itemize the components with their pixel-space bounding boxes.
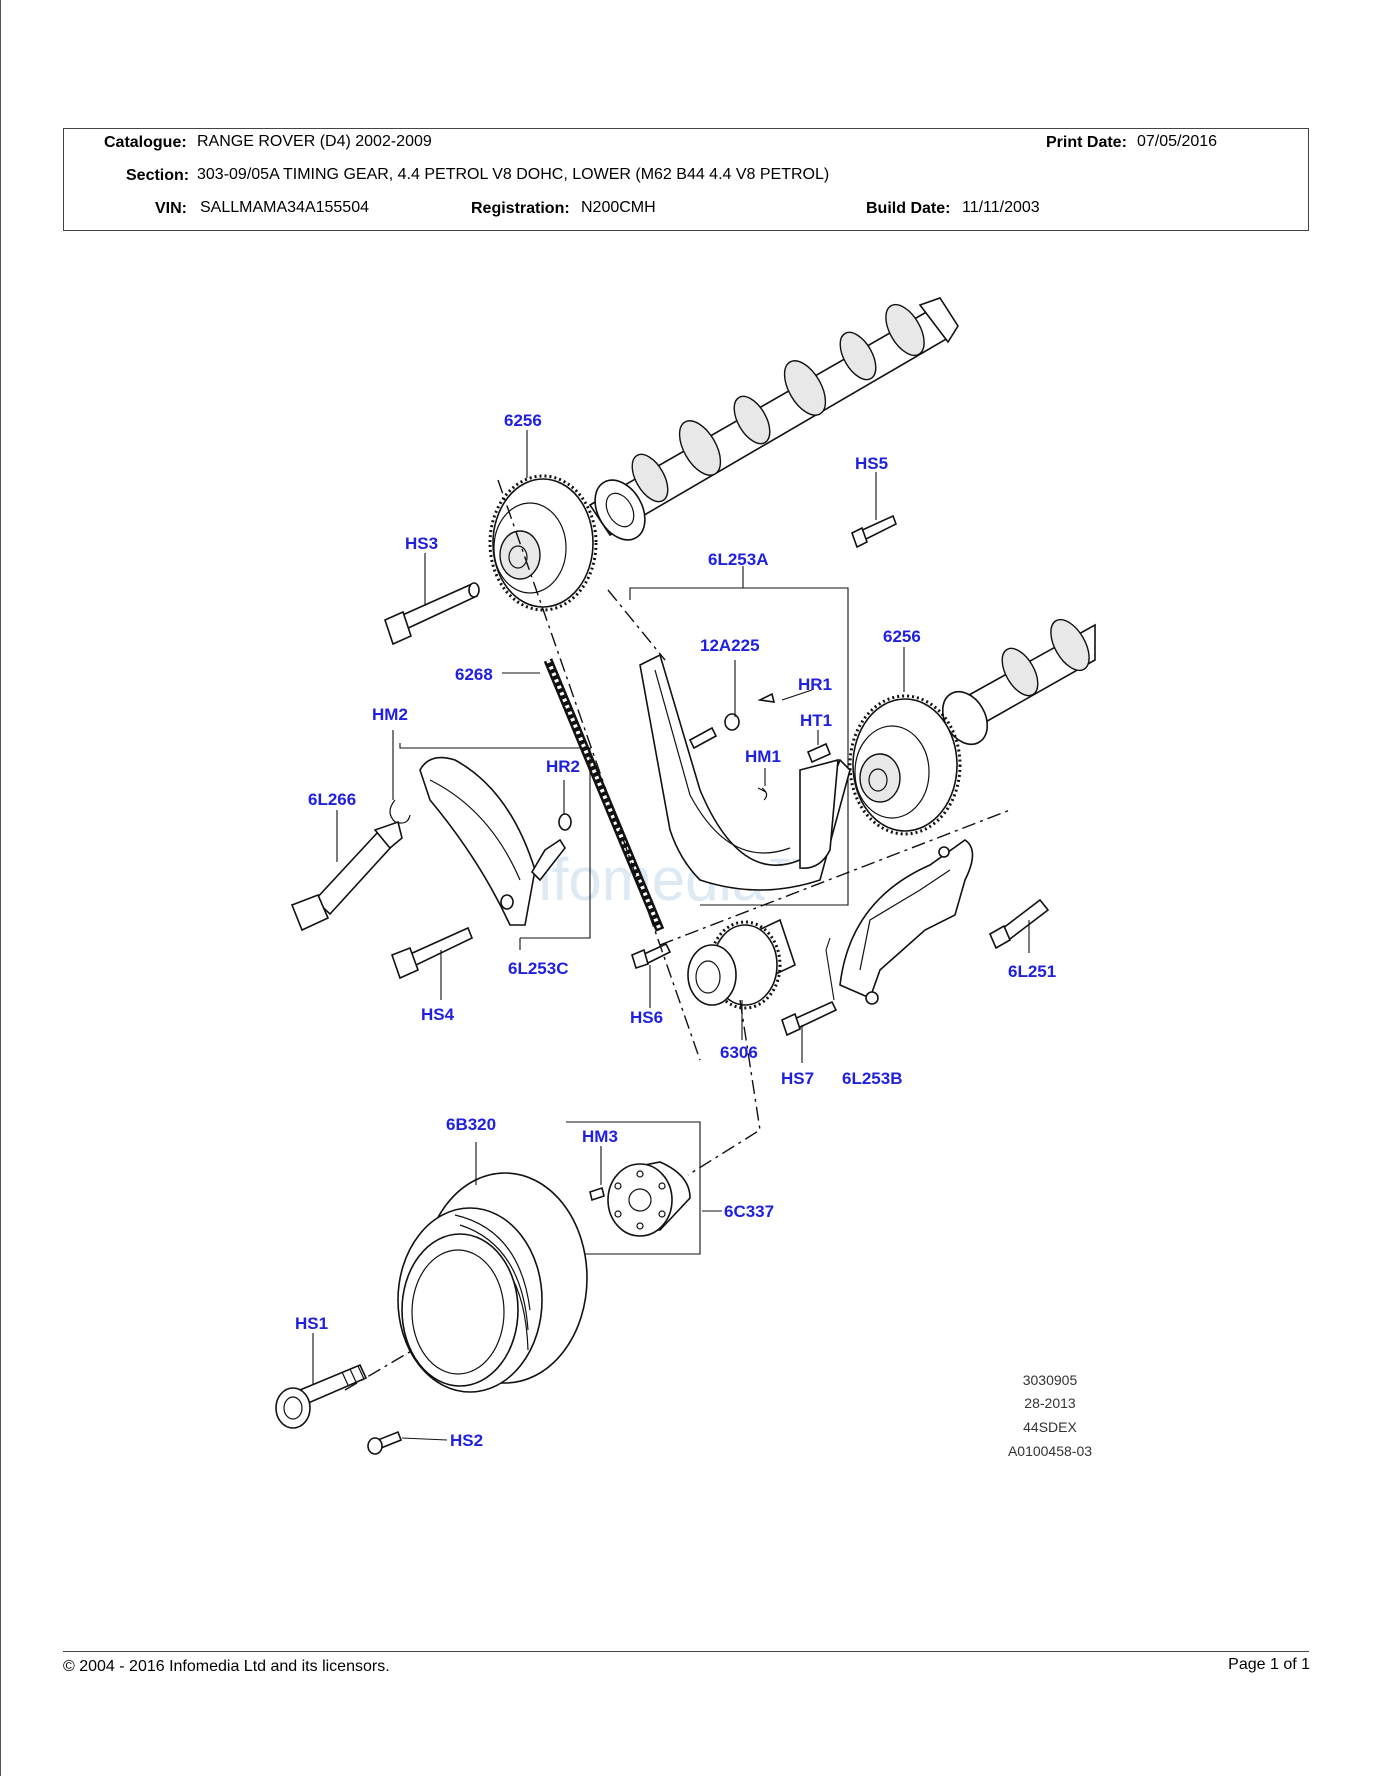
vin-value: SALLMAMA34A155504 [200, 199, 369, 216]
callout-6l253a: 6L253A [708, 550, 768, 569]
hs4-bolt [390, 926, 474, 980]
callout-6b320: 6B320 [446, 1115, 496, 1134]
callout-12a225: 12A225 [700, 636, 760, 655]
bracket-6l253a [629, 587, 849, 906]
callout-hs3: HS3 [405, 534, 438, 553]
timing-chain [543, 658, 665, 932]
callout-hs7: HS7 [781, 1069, 814, 1088]
reference-code-1: 3030905 [1023, 1372, 1078, 1388]
camshaft-sprocket-upper [488, 474, 598, 612]
hs5-bolt [851, 514, 898, 549]
reference-code-4: A0100458-03 [1008, 1443, 1092, 1459]
registration-label: Registration: [471, 200, 570, 217]
callout-hr1: HR1 [798, 675, 832, 694]
callout-hs4: HS4 [421, 1005, 455, 1024]
hs6-bolt [631, 942, 672, 970]
copyright-notice: © 2004 - 2016 Infomedia Ltd and its lice… [63, 1658, 390, 1675]
callout-hs1: HS1 [295, 1314, 328, 1333]
callout-hm3: HM3 [582, 1127, 618, 1146]
chain-tensioner-6l266 [290, 820, 403, 932]
section-value: 303-09/05A TIMING GEAR, 4.4 PETROL V8 DO… [197, 166, 830, 183]
alignment-line-3 [687, 999, 761, 1176]
callout-hm2: HM2 [372, 705, 408, 724]
stud-6l251 [988, 898, 1050, 950]
section-label: Section: [126, 167, 190, 184]
callout-6256-lower: 6256 [883, 627, 921, 646]
catalogue-value: RANGE ROVER (D4) 2002-2009 [197, 133, 432, 150]
hs7-bolt [781, 1000, 838, 1037]
crankshaft-sprocket-6306 [687, 918, 796, 1010]
callout-hs5: HS5 [855, 454, 888, 473]
hs1-bolt [275, 1363, 368, 1429]
crankshaft-pulley-6b320 [397, 1172, 588, 1393]
build-date-label: Build Date: [866, 200, 951, 217]
callout-hr2: HR2 [546, 757, 580, 776]
lower-camshaft-illustration [941, 618, 1096, 746]
callout-6l253b: 6L253B [842, 1069, 902, 1088]
callout-6306: 6306 [720, 1043, 758, 1062]
hr2-fitting [530, 838, 566, 882]
print-date-label: Print Date: [1046, 134, 1127, 151]
callout-6c337: 6C337 [724, 1202, 774, 1221]
guide-rail-6l253c [419, 756, 536, 926]
hm2-clip [389, 799, 411, 824]
alignment-line-4 [659, 809, 1011, 946]
chain-guide-6l253b [839, 839, 974, 1005]
crankshaft-hub-6c337 [589, 1161, 691, 1237]
alignment-line-2 [607, 589, 666, 661]
page-number: Page 1 of 1 [1228, 1656, 1310, 1673]
catalogue-label: Catalogue: [104, 134, 187, 151]
callout-6l266: 6L266 [308, 790, 356, 809]
tensioner-rail-6l253a [639, 653, 851, 891]
callout-6l251: 6L251 [1008, 962, 1056, 981]
callout-6l253c: 6L253C [508, 959, 568, 978]
upper-camshaft-illustration [588, 297, 959, 541]
hs2-bolt [367, 1430, 403, 1455]
bracket-6l253c [399, 743, 591, 939]
bracket-6l253b [825, 937, 835, 1001]
callout-6256-upper: 6256 [504, 411, 542, 430]
hs3-bolt [384, 582, 480, 646]
camshaft-sprocket-lower [848, 694, 962, 836]
callout-hs2: HS2 [450, 1431, 483, 1450]
reference-code-3: 44SDEX [1023, 1419, 1077, 1435]
registration-value: N200CMH [581, 199, 656, 216]
callout-ht1: HT1 [800, 711, 832, 730]
reference-code-2: 28-2013 [1024, 1395, 1076, 1411]
exploded-parts-diagram: infomedia™ [275, 297, 1096, 1459]
leader-lines [312, 430, 1030, 1441]
alignment-line-1 [497, 479, 701, 1061]
callout-6268: 6268 [455, 665, 493, 684]
callout-hm1: HM1 [745, 747, 781, 766]
build-date-value: 11/11/2003 [962, 199, 1040, 216]
hr2-ring [558, 813, 572, 831]
callout-hs6: HS6 [630, 1008, 663, 1027]
print-date-value: 07/05/2016 [1137, 133, 1218, 150]
document-header [63, 128, 1309, 231]
footer-divider [63, 1651, 1309, 1652]
small-fasteners-upper [688, 692, 832, 801]
vin-label: VIN: [155, 200, 187, 217]
